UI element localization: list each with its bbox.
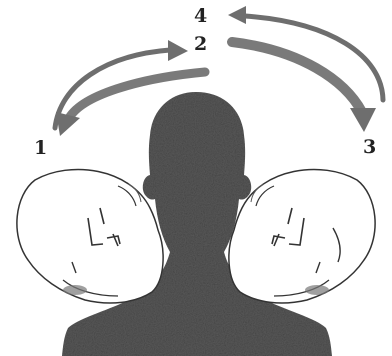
arrowhead-4-icon (228, 6, 246, 24)
arrowhead-2-icon (168, 40, 188, 61)
left-hand-outline-icon (17, 169, 163, 303)
step-label-3: 3 (363, 138, 376, 157)
step-label-4: 4 (194, 7, 207, 26)
arrow-2-to-3-icon (232, 42, 362, 112)
arrowhead-1-icon (56, 112, 80, 136)
step-label-2: 2 (194, 35, 207, 54)
arrow-3-to-4-icon (245, 16, 383, 100)
step-label-1: 1 (34, 139, 47, 158)
arrowhead-3-icon (350, 108, 376, 132)
